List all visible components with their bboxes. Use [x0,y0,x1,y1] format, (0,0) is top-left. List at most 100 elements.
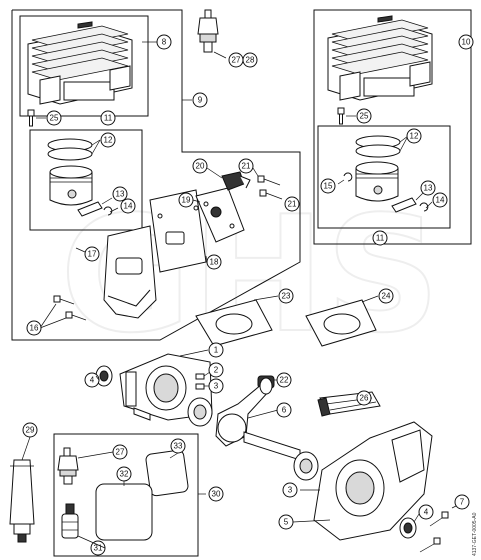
svg-text:11: 11 [104,114,113,123]
callout-6: 6 [276,402,292,418]
svg-text:22: 22 [280,376,289,385]
callout-31: 31 [90,540,106,556]
svg-text:9: 9 [198,96,203,105]
fuel-filter-31 [61,503,79,539]
seal-4-right [399,517,417,539]
callout-20: 20 [192,158,208,174]
cylinder-right [327,15,433,101]
leader-29 [21,436,31,461]
filter-33 [145,449,189,497]
callout-21-bottom: 21 [284,196,300,212]
leader-17 [75,247,86,253]
svg-text:11: 11 [376,234,385,243]
callout-22: 22 [276,372,292,388]
svg-text:13: 13 [424,184,433,193]
callout-21-top: 21 [238,158,254,174]
cylinder-box-outline [11,9,301,341]
callout-27-kit: 27 [112,444,128,460]
svg-text:10: 10 [462,38,471,47]
intake-flange-19 [195,187,245,243]
svg-text:31: 31 [94,544,103,553]
svg-text:18: 18 [210,258,219,267]
circlip-15-right [337,172,353,185]
callout-2: 2 [208,362,224,378]
circlip-14-right [419,201,433,212]
leader-19 [192,199,201,203]
piston-left [49,165,93,206]
svg-text:4: 4 [424,508,429,517]
callout-17: 17 [84,246,100,262]
svg-text:3: 3 [288,486,293,495]
screws-7 [419,503,461,553]
piston-right [355,161,399,202]
cylinder-box-right [313,9,472,245]
callout-1: 1 [208,342,224,358]
gasket-18 [149,189,207,273]
crankcase-half-left [119,349,213,421]
cylinder-group-left [11,9,301,341]
svg-text:15: 15 [324,182,333,191]
callout-25-left: 25 [46,110,62,126]
leader-20 [206,167,223,179]
svg-text:5: 5 [284,518,289,527]
gasket-24 [305,295,379,347]
svg-text:25: 25 [50,114,59,123]
svg-text:26: 26 [360,394,369,403]
callout-33: 33 [170,438,186,454]
crankcase-half-right [300,421,433,541]
leader-18 [205,255,208,263]
svg-text:17: 17 [88,250,97,259]
callout-9: 9 [192,92,208,108]
callout-8: 8 [156,34,172,50]
bolt-25-right [337,107,356,125]
circlip-left [103,206,119,216]
callout-7: 7 [454,494,470,510]
callout-26: 26 [356,390,372,406]
callout-11-left: 11 [100,110,116,126]
callout-4-left: 4 [84,372,100,388]
heat-shield-17 [103,225,157,319]
leader-21 [252,167,259,177]
clip-20 [221,171,251,191]
callout-12-right: 12 [406,128,422,144]
callout-19: 19 [178,192,194,208]
svg-text:7: 7 [460,498,465,507]
callout-4-right: 4 [418,504,434,520]
spark-plug-27-kit [57,447,79,485]
svg-text:29: 29 [26,426,35,435]
leader-4-right [413,513,420,523]
crankshaft-6 [215,377,301,461]
svg-text:28: 28 [246,56,255,65]
callout-14-left: 14 [120,198,136,214]
gasket-23 [195,295,279,347]
piston-pin-right [391,191,425,213]
callout-32: 32 [116,466,132,482]
svg-text:20: 20 [196,162,205,171]
callout-13-right: 13 [420,180,436,196]
svg-text:2: 2 [214,366,219,375]
callout-15: 15 [320,178,336,194]
callout-14-right: 14 [432,192,448,208]
spark-plug-top [197,9,227,59]
piston-pin-left [77,197,113,217]
grease-tube-29 [9,459,35,543]
callout-3-bottom: 3 [282,482,298,498]
screws-16 [39,295,87,329]
callout-11-right: 11 [372,230,388,246]
piston-rings-left [47,138,101,161]
callout-13-left: 13 [112,186,128,202]
callout-16: 16 [26,320,42,336]
leader-4-left [95,375,100,381]
bearing-right [293,451,319,481]
piston-subbox-11-right [317,125,451,229]
cylinder-left [27,21,158,105]
svg-text:6: 6 [282,406,287,415]
svg-text:8: 8 [162,38,167,47]
callout-28: 28 [242,52,258,68]
svg-text:12: 12 [104,136,113,145]
bearing-left [187,397,213,427]
diagram-code: 4137-GET-0005-A0 [472,512,478,556]
piston-subbox-11-left [29,129,143,231]
cylinder-subbox-8 [19,15,149,117]
